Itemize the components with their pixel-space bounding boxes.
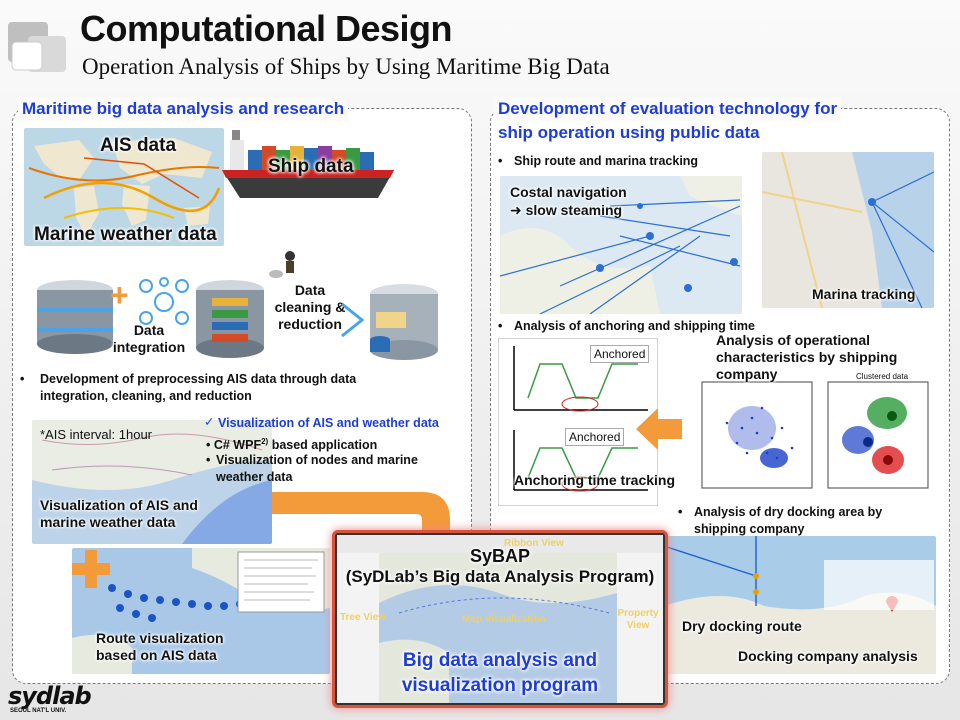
right-panel-heading-2: ship operation using public data (494, 121, 764, 145)
ribbon-view-label: Ribbon View (504, 538, 564, 549)
reduced-database-icon (370, 284, 438, 360)
logo-squares-icon (8, 22, 66, 72)
route-visualization-label: Route visualization based on AIS data (96, 630, 224, 663)
vis-heading: Visualization of AIS and weather data (218, 416, 439, 430)
anchored-label-1: Anchored (590, 345, 650, 363)
vis-item-1: • C# WPF2) based application (206, 437, 378, 453)
route-bullet-marker: • (498, 154, 503, 168)
map-visualization-label: Map Visualization (462, 614, 546, 625)
sybap-caption: Big data analysis and visualization prog… (401, 650, 599, 696)
anchored-label-2: Anchored (565, 428, 625, 446)
page-title: Computational Design (80, 8, 453, 49)
arrow-right-icon (341, 302, 365, 338)
ship-data-label: Ship data (268, 156, 354, 177)
sydlab-logo: sydlab (8, 682, 92, 710)
operational-analysis-label: Analysis of operational characteristics … (716, 332, 898, 382)
clustered-data-title: Clustered data (856, 372, 909, 381)
ais-weather-map-image (32, 420, 272, 544)
data-cleaning-label: Data cleaning & reduction (274, 282, 346, 332)
cleaning-worker-icon (269, 251, 295, 278)
sybap-title: SyBAP (469, 546, 531, 566)
coastal-navigation-label: Costal navigation (510, 184, 627, 200)
drydock-bullet-marker: • (678, 505, 683, 519)
plus-orange-icon (72, 550, 110, 588)
route-map-image (72, 548, 330, 674)
database-icon (37, 280, 113, 354)
vis-item-1-footnote: 2) (261, 437, 269, 446)
docking-company-label: Docking company analysis (738, 648, 918, 664)
vis-ais-weather-label: Visualization of AIS and marine weather … (40, 497, 198, 530)
drydock-map-image (664, 536, 936, 674)
right-panel-heading-1: Development of evaluation technology for (494, 97, 842, 121)
marine-weather-label: Marine weather data (34, 224, 217, 245)
vis-check-icon: ✓ (204, 415, 215, 429)
anchoring-bullet: Analysis of anchoring and shipping time (514, 319, 755, 333)
slow-steaming-label: ➜ slow steaming (510, 202, 623, 218)
marina-map-image (762, 152, 934, 308)
coastal-navigation-map-image (500, 176, 742, 314)
drydock-bullet: Analysis of dry docking area by shipping… (694, 505, 883, 536)
ais-data-label: AIS data (100, 135, 177, 156)
plus-icon: + (110, 277, 129, 313)
anchoring-bullet-marker: • (498, 319, 503, 333)
vis-item-2: Visualization of nodes and marine weathe… (216, 453, 418, 484)
anchoring-chart-image (498, 338, 658, 506)
container-ship-image (222, 130, 394, 198)
sybap-full-name: (SyDLab’s Big data Analysis Program) (345, 567, 655, 586)
left-panel-heading: Maritime big data analysis and research (18, 97, 349, 121)
map-view-image (379, 553, 617, 703)
dry-docking-route-label: Dry docking route (682, 618, 802, 634)
property-panel (617, 553, 663, 703)
property-view-label: Property View (617, 608, 659, 631)
page-subtitle: Operation Analysis of Ships by Using Mar… (82, 54, 610, 79)
network-nodes-icon (139, 277, 189, 325)
ais-interval-label: *AIS interval: 1hour (40, 427, 153, 442)
tree-panel (337, 553, 379, 703)
tree-view-label: Tree View (340, 612, 386, 623)
integrated-database-icon (196, 280, 264, 358)
vis-item-2-marker: • (206, 453, 211, 467)
sydlab-logo-sub: SEOUL NAT'L UNIV. (10, 708, 67, 714)
vis-item-1-text: C# WPF (213, 438, 262, 453)
preprocessing-bullet-marker: • (20, 372, 25, 386)
preprocessing-bullet: Development of preprocessing AIS data th… (40, 372, 357, 403)
data-integration-label: Data integration (112, 322, 186, 355)
sybap-window (332, 530, 668, 708)
marina-tracking-label: Marina tracking (812, 286, 916, 302)
anchoring-tracking-label: Anchoring time tracking (514, 472, 676, 488)
route-bullet: Ship route and marina tracking (514, 154, 699, 168)
cluster-scatter-image (682, 368, 934, 498)
vis-item-1-suffix: based application (268, 438, 378, 453)
ribbon-bar (337, 535, 663, 553)
ais-world-map-image (24, 128, 224, 246)
